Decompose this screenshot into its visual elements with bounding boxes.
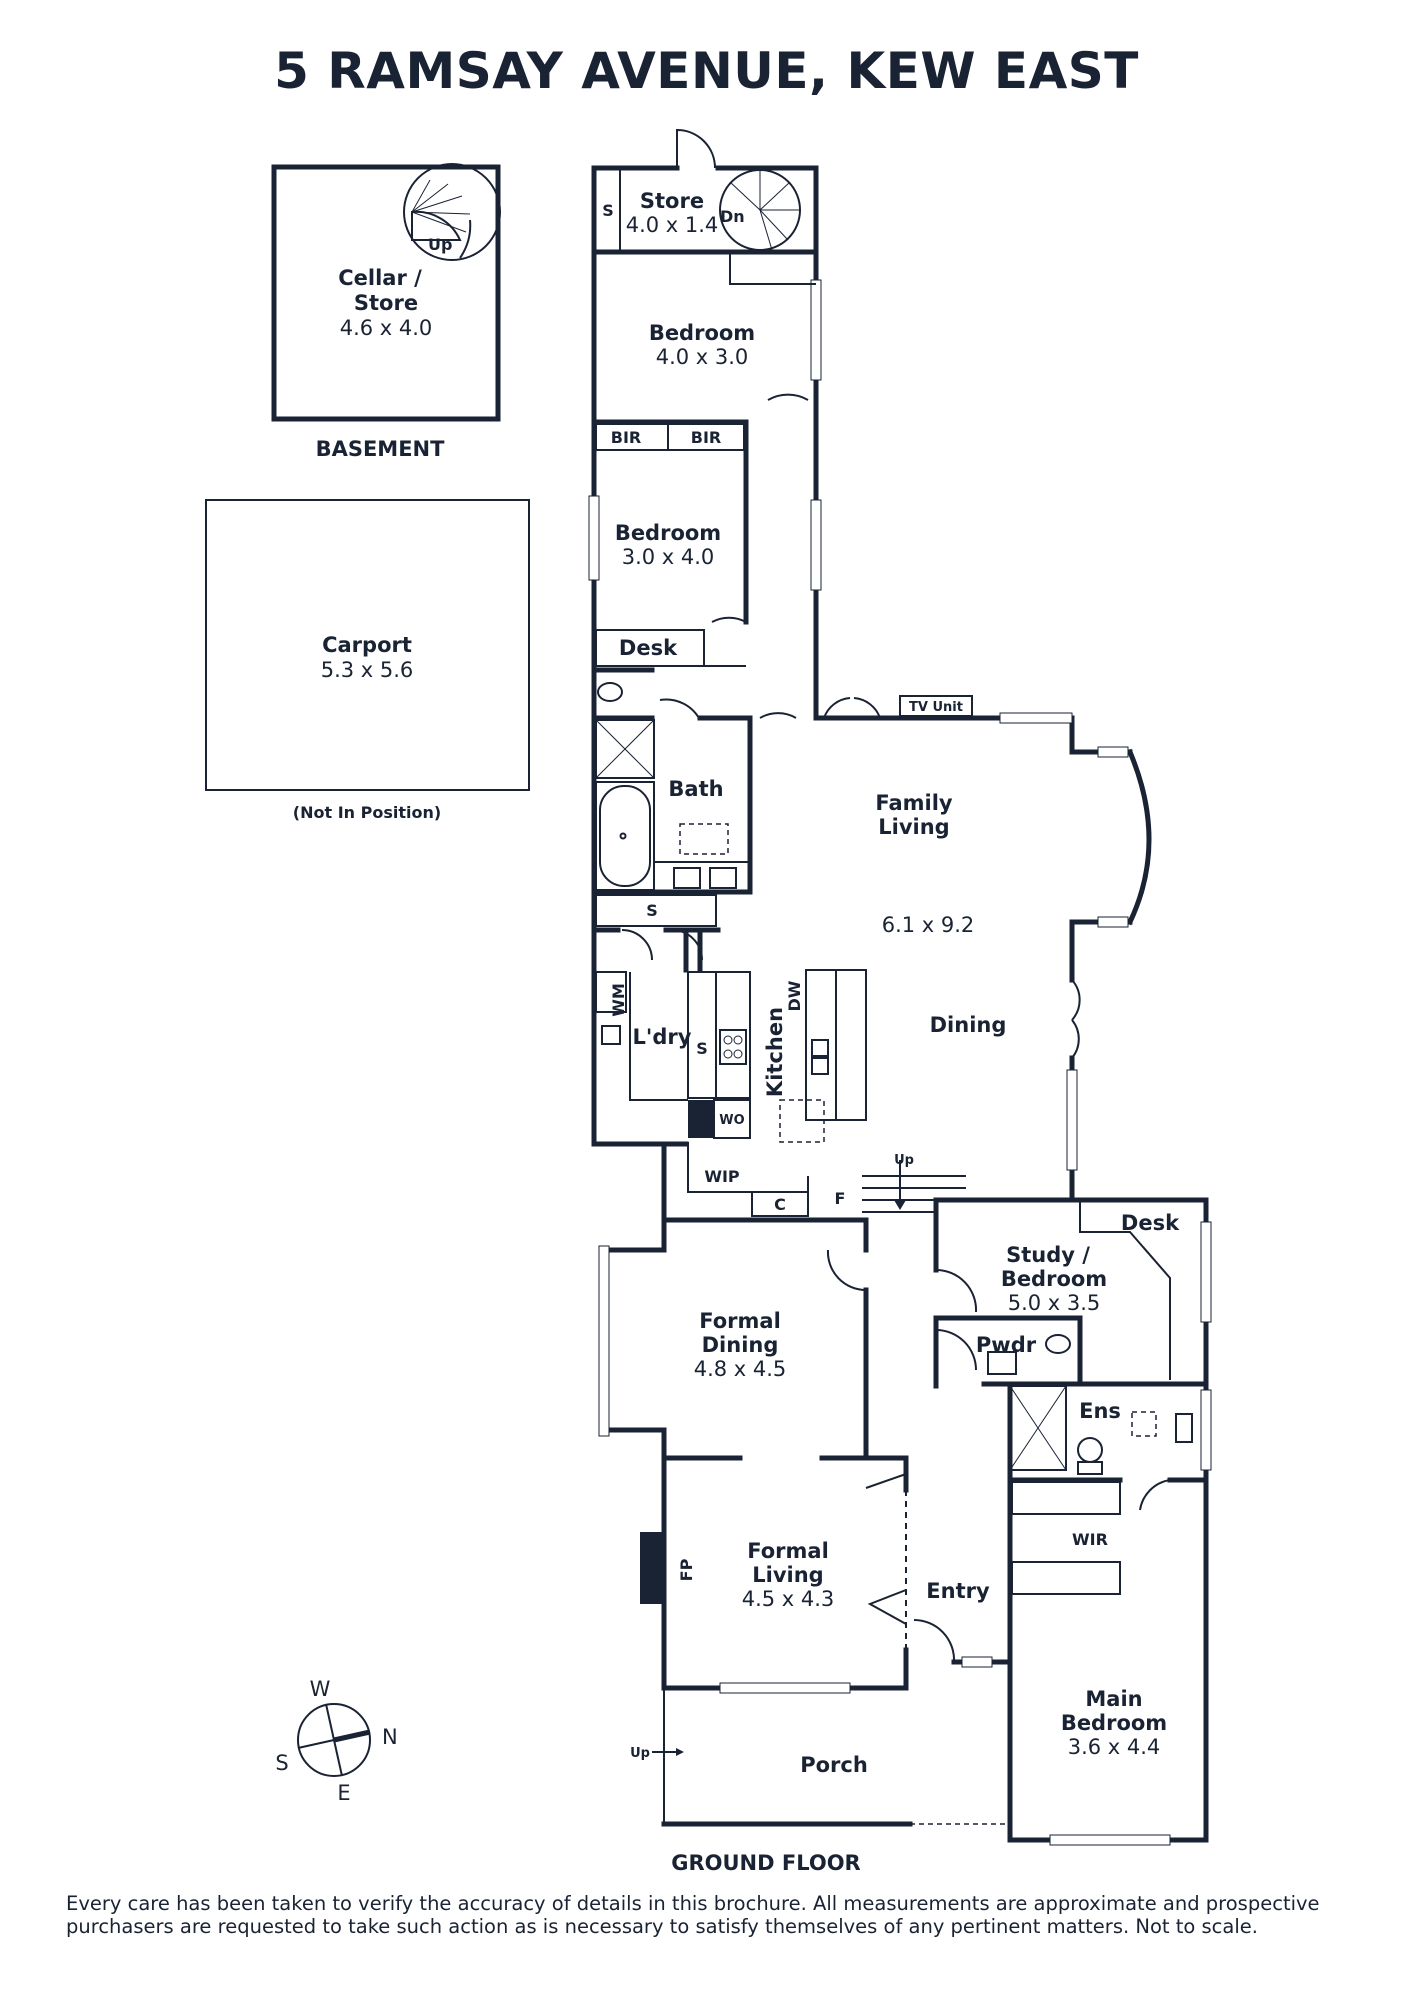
compass: W N S E [275,1677,397,1805]
dw-label: DW [785,980,804,1011]
store-dims: 4.0 x 1.4 [626,213,719,237]
carport-name: Carport [322,633,412,657]
formal-dining-name1: Formal [699,1309,781,1333]
spiral-stair-basement [403,163,501,261]
dining-name: Dining [930,1013,1007,1037]
doors [621,128,1171,1663]
study-dims: 5.0 x 3.5 [1008,1291,1101,1315]
up-label: Up [428,235,452,254]
basement-plan: Up Cellar / Store 4.6 x 4.0 BASEMENT [271,163,501,461]
fixtures [595,169,1193,1756]
bir-label-1: BIR [611,428,641,447]
main-bedroom-name1: Main [1085,1687,1142,1711]
main-bedroom-name2: Bedroom [1061,1711,1167,1735]
porch-name: Porch [800,1753,868,1777]
family-name2: Living [878,815,949,839]
compass-w: W [310,1677,331,1701]
bedroom-rear-dims: 4.0 x 3.0 [656,345,749,369]
steps-up-label: Up [894,1153,914,1168]
floor-plan: Up Cellar / Store 4.6 x 4.0 BASEMENT Car… [205,128,1212,1875]
carport-dims: 5.3 x 5.6 [321,658,414,682]
fireplace [640,1532,664,1604]
disclaimer-text: Every care has been taken to verify the … [66,1892,1320,1938]
main-bedroom-dims: 3.6 x 4.4 [1068,1735,1161,1759]
c-label: C [774,1195,786,1214]
spiral-stair-store [719,169,801,251]
entry-name: Entry [926,1579,990,1603]
carport-note: (Not In Position) [293,803,441,822]
cellar-name1: Cellar / [338,266,422,290]
store-shelf-label: S [602,201,614,220]
desk-label-bedroom: Desk [619,636,678,660]
bedroom-rear-name: Bedroom [649,321,755,345]
f-label: F [835,1189,846,1208]
wip-label: WIP [704,1167,740,1186]
carport: Carport 5.3 x 5.6 (Not In Position) [205,499,530,822]
wm-label: WM [609,983,628,1017]
ground-floor-walls [591,165,1209,1843]
porch-up-label: Up [630,1746,650,1761]
family-dims: 6.1 x 9.2 [882,913,975,937]
room-labels: S Store 4.0 x 1.4 Dn Bedroom 4.0 x 3.0 B… [602,189,1180,1875]
bath-shelf-label: S [646,901,658,920]
formal-dining-dims: 4.8 x 4.5 [694,1357,787,1381]
bedroom-mid-dims: 3.0 x 4.0 [622,545,715,569]
windows [588,279,1212,1846]
study-name1: Study / [1006,1243,1090,1267]
formal-living-dims: 4.5 x 4.3 [742,1587,835,1611]
study-name2: Bedroom [1001,1267,1107,1291]
kitchen-name: Kitchen [763,1007,787,1097]
powder-name: Pwdr [976,1333,1037,1357]
family-name1: Family [875,791,953,815]
tv-unit-label: TV Unit [909,700,963,715]
laundry-name: L'dry [633,1025,692,1049]
wir-name: WIR [1072,1530,1108,1549]
ensuite-name: Ens [1079,1399,1121,1423]
cellar-dims: 4.6 x 4.0 [340,316,433,340]
kitchen-s-label: S [696,1039,708,1058]
cellar-name2: Store [354,291,418,315]
bedroom-mid-name: Bedroom [615,521,721,545]
wo-label: WO [719,1113,744,1128]
basement-label: BASEMENT [316,437,446,461]
bath-name: Bath [668,777,723,801]
dn-label: Dn [720,207,745,226]
compass-n: N [382,1725,398,1749]
fp-label: FP [677,1558,696,1581]
formal-dining-name2: Dining [702,1333,779,1357]
store-name: Store [640,189,704,213]
page-title: 5 RAMSAY AVENUE, KEW EAST [274,42,1139,100]
compass-e: E [337,1781,350,1805]
desk-label-study: Desk [1121,1211,1180,1235]
bir-label-2: BIR [691,428,721,447]
compass-s: S [275,1751,288,1775]
ground-floor-label: GROUND FLOOR [671,1851,860,1875]
formal-living-name2: Living [752,1563,823,1587]
formal-living-name1: Formal [747,1539,829,1563]
